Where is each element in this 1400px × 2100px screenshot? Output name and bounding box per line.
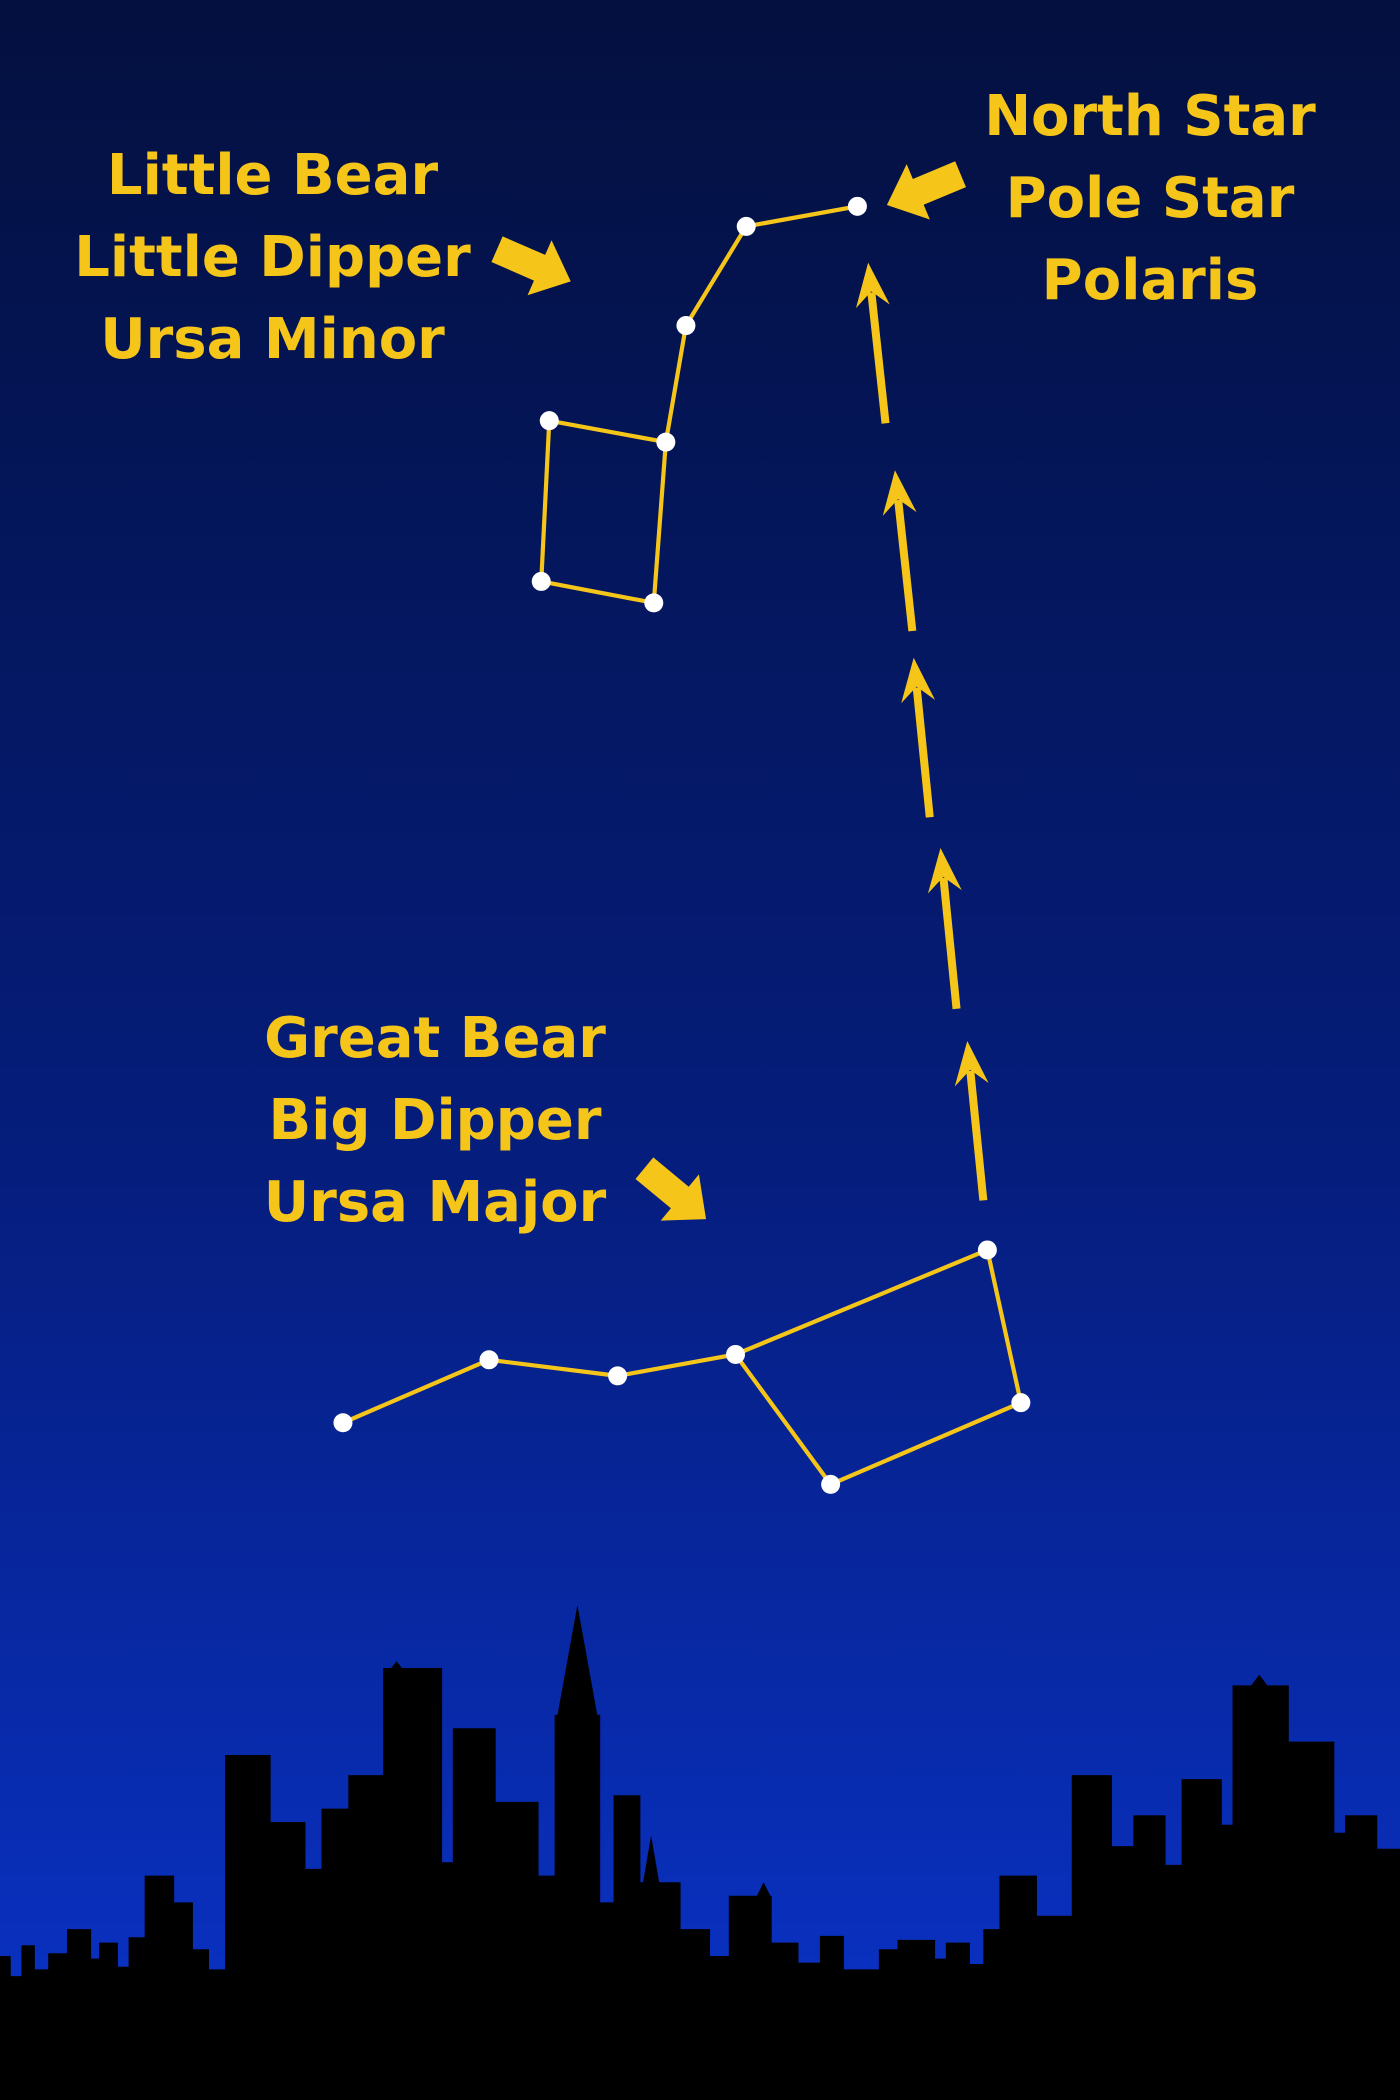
big-dipper-star-2 (479, 1350, 499, 1370)
north-star-name: North Star (984, 84, 1316, 149)
big-dipper-star-5 (977, 1240, 997, 1260)
pointer-path-to-polaris (855, 262, 989, 1201)
ursa-major-name: Ursa Major (263, 1170, 607, 1235)
big-dipper-line-7 (733, 1352, 833, 1487)
little-dipper-line-3 (663, 323, 689, 445)
pointer-path-segment-4 (894, 499, 917, 632)
big-dipper-line-2 (486, 1357, 620, 1378)
big-dipper-pointer-arrow-icon (635, 1157, 707, 1221)
little-dipper-constellation (531, 196, 867, 613)
polaris-name: Polaris (1041, 248, 1259, 313)
little-dipper-name: Little Dipper (74, 225, 471, 290)
great-bear-label: Great Bear Big Dipper Ursa Major (240, 998, 630, 1244)
polaris-star (847, 196, 867, 216)
big-dipper-star-7 (821, 1474, 841, 1494)
little-bear-name: Little Bear (106, 143, 439, 208)
pointer-path-segment-1 (966, 1070, 988, 1201)
big-dipper-constellation (333, 1240, 1031, 1494)
little-dipper-line-7 (651, 440, 668, 605)
little-dipper-line-4 (547, 418, 668, 445)
little-dipper-line-1 (744, 204, 860, 229)
chevron-arrow-icon (882, 470, 917, 516)
label-pointer-arrows (491, 161, 966, 1221)
pole-star-name: Pole Star (1005, 166, 1295, 231)
big-dipper-star-1 (333, 1413, 353, 1433)
big-dipper-name: Big Dipper (268, 1088, 602, 1153)
pointer-path-segment-3 (912, 687, 934, 818)
big-dipper-line-5 (985, 1247, 1023, 1405)
ursa-minor-name: Ursa Minor (100, 307, 445, 372)
little-dipper-line-6 (539, 579, 656, 605)
little-dipper-line-5 (539, 418, 552, 584)
big-dipper-star-6 (1011, 1393, 1031, 1413)
chevron-arrow-icon (954, 1040, 989, 1087)
chevron-arrow-icon (901, 657, 936, 704)
skyline-buildings (0, 1604, 1400, 2100)
city-skyline-silhouette (0, 1604, 1400, 2100)
big-dipper-line-4 (733, 1247, 990, 1357)
pointer-path-segment-2 (939, 877, 961, 1010)
little-bear-label: Little Bear Little Dipper Ursa Minor (50, 135, 495, 381)
little-dipper-star-2 (736, 216, 756, 236)
little-dipper-star-4 (656, 432, 676, 452)
little-dipper-star-6 (531, 571, 551, 591)
big-dipper-line-6 (828, 1400, 1023, 1487)
little-dipper-star-5 (539, 411, 559, 431)
little-dipper-line-2 (683, 224, 749, 328)
big-dipper-line-3 (615, 1352, 738, 1378)
little-dipper-pointer-arrow-icon (491, 236, 571, 296)
big-dipper-line-1 (340, 1357, 492, 1425)
north-star-pointer-arrow-icon (886, 161, 966, 220)
little-dipper-star-3 (676, 316, 696, 336)
big-dipper-star-3 (608, 1366, 628, 1386)
chevron-arrow-icon (855, 262, 890, 309)
pointer-path-segment-5 (867, 291, 890, 424)
north-star-label: North Star Pole Star Polaris (960, 76, 1340, 322)
little-dipper-star-7 (644, 593, 664, 613)
chevron-arrow-icon (927, 848, 962, 894)
big-dipper-star-4 (726, 1344, 746, 1364)
great-bear-name: Great Bear (264, 1006, 606, 1071)
skyline-ground (0, 2098, 1400, 2100)
